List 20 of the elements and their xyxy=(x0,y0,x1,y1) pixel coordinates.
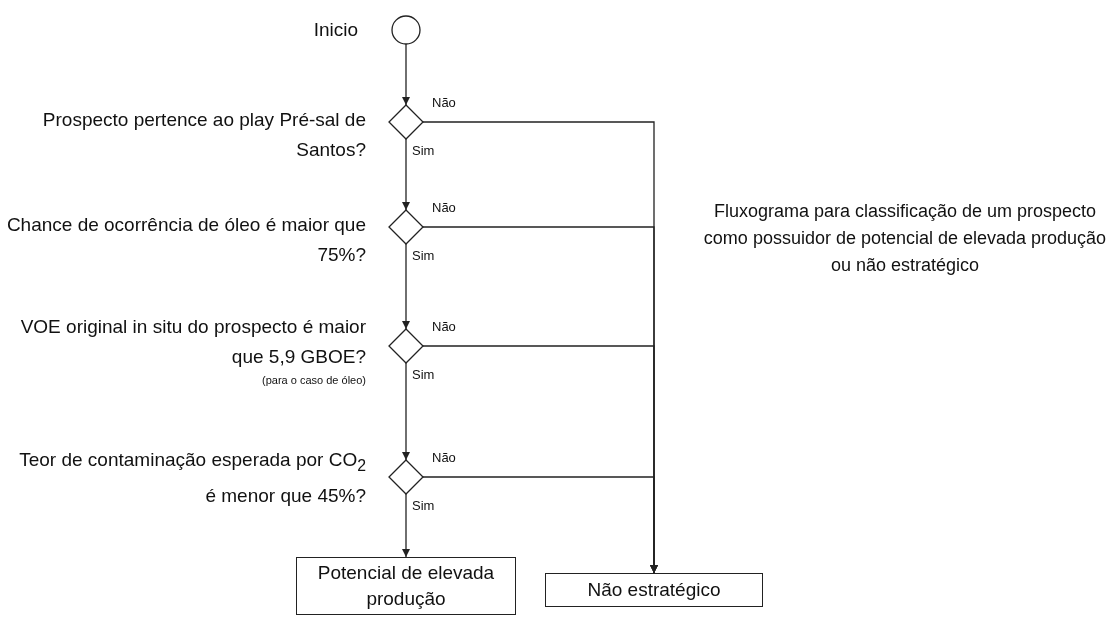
decision-diamond xyxy=(389,329,423,363)
arrow xyxy=(402,362,410,461)
question-text: Chance de ocorrência de óleo é maior que 75%? xyxy=(6,213,366,267)
description-text: Fluxograma para classificação de um prospecto como possuidor de potencial de elevada produção ou não estratégico xyxy=(702,200,1108,277)
note-text: (para o caso de óleo) xyxy=(261,373,366,388)
arrow xyxy=(402,243,410,330)
arrow xyxy=(402,138,410,211)
arrow xyxy=(402,43,410,106)
start-circle xyxy=(392,16,420,44)
start-label: Inicio xyxy=(312,18,358,42)
process-box: Potencial de elevada produção xyxy=(296,557,516,615)
question-text: VOE original in situ do prospecto é maior que 5,9 GBOE? xyxy=(19,315,366,369)
question-text: Prospecto pertence ao play Pré-sal de Santos? xyxy=(41,108,366,162)
arrow xyxy=(402,493,410,558)
process-box: Não estratégico xyxy=(545,573,763,607)
decision-diamond xyxy=(389,105,423,139)
question-text: Teor de contaminação esperada por CO$_{2}$ é menor que 45%? xyxy=(18,448,366,508)
arrow xyxy=(422,476,658,574)
decision-diamond xyxy=(389,210,423,244)
decision-diamond xyxy=(389,460,423,494)
